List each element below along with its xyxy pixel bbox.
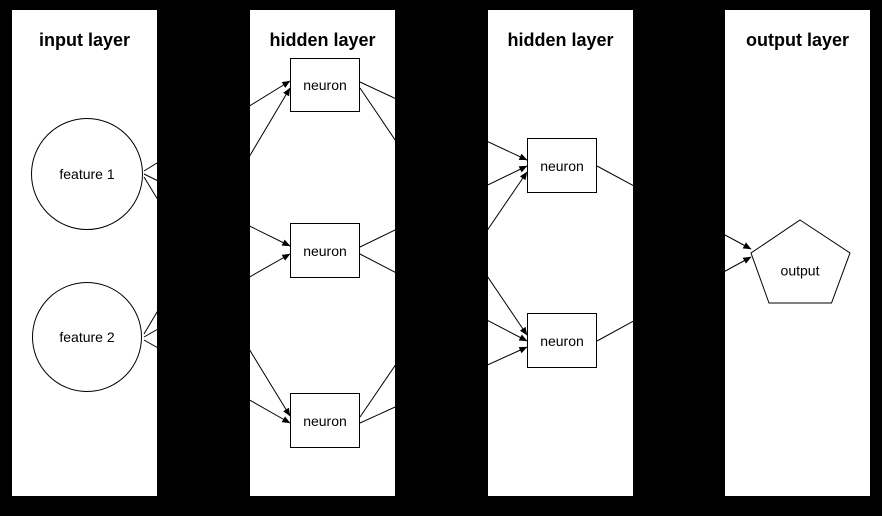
pentagon-shape	[750, 219, 851, 304]
node-hidden2-neuron-1: neuron	[527, 138, 597, 193]
node-hidden1-neuron-3: neuron	[290, 393, 360, 448]
node-feature-2-label: feature 2	[59, 329, 115, 345]
node-feature-1: feature 1	[31, 118, 143, 230]
node-hidden1-neuron-3-label: neuron	[303, 412, 347, 429]
node-hidden1-neuron-1-label: neuron	[303, 77, 347, 93]
panel-title-input: input layer	[38, 30, 131, 50]
node-hidden1-neuron-2-label: neuron	[303, 242, 347, 259]
node-feature-2: feature 2	[32, 282, 142, 392]
node-feature-1-label: feature 1	[59, 166, 115, 182]
node-output-label: output	[781, 263, 820, 279]
node-hidden2-neuron-1-label: neuron	[540, 157, 584, 174]
panel-title-hidden-2: hidden layer	[507, 30, 614, 50]
node-hidden1-neuron-2: neuron	[290, 223, 360, 278]
panel-title-hidden-1: hidden layer	[269, 30, 376, 50]
node-hidden2-neuron-2-label: neuron	[540, 332, 584, 349]
node-output: output	[750, 219, 851, 304]
panel-title-output: output layer	[745, 30, 849, 50]
node-hidden1-neuron-1: neuron	[290, 58, 360, 112]
node-hidden2-neuron-2: neuron	[527, 313, 597, 368]
panel-hidden-layer-2: hidden layer	[488, 10, 633, 496]
panel-input-layer: input layer	[12, 10, 157, 496]
